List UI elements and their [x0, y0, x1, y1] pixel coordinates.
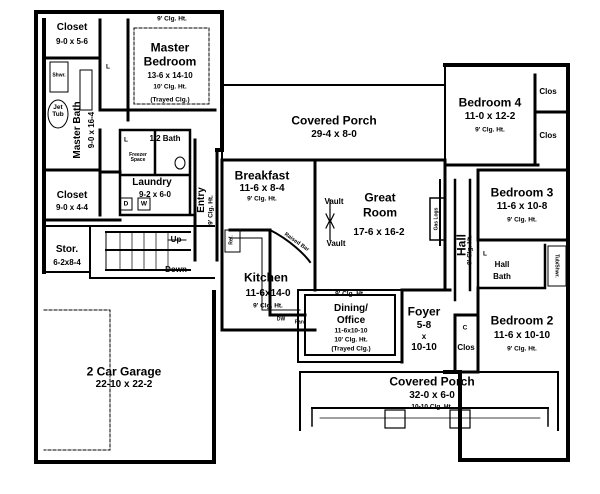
master-bedroom-top-clg: 9' Clg. Ht.: [157, 15, 187, 23]
bedroom3-wall: [476, 168, 570, 242]
dining-clg: 10' Clg. Ht.: [334, 336, 368, 344]
closet-mid-dim: 9-0 x 4-4: [55, 202, 89, 212]
foyer-clos-c: C: [462, 324, 468, 332]
covered-porch-top: [221, 64, 446, 161]
bedroom4-clg: 9' Clg. Ht.: [475, 126, 505, 134]
master-bedroom-wall: [98, 18, 217, 122]
covered-porch-front: [299, 371, 559, 431]
half-bath-linen: L: [124, 136, 128, 144]
covered-porch-front-clg: 10-10 Clg. Ht.: [411, 403, 453, 411]
bedroom2-name: Bedroom 2: [490, 313, 554, 328]
dining-top-clg: 9' Clg. Ht.: [335, 290, 365, 298]
master-bath-dim: 9-0 x 16-4: [86, 111, 96, 149]
gas-logs-label: Gas Logs: [433, 207, 440, 231]
garage-wall: [34, 276, 216, 464]
bedroom2-dim: 11-6 x 10-10: [493, 329, 551, 341]
master-bedroom-dim: 13-6 x 14-10: [147, 70, 193, 80]
kitchen-dim: 11-6x14-0: [245, 287, 291, 299]
master-bedroom-name2: Bedroom: [143, 54, 197, 69]
outer-wall-left-wing: [34, 10, 224, 280]
bedroom4-wall: [443, 73, 570, 167]
garage-dim: 22-10 x 22-2: [95, 378, 153, 390]
kitchen-pan: Pan.: [294, 319, 306, 326]
freezer-label: Freezer Space: [129, 151, 147, 163]
breakfast-dim: 11-6 x 8-4: [239, 182, 285, 194]
dining-note: (Trayed Clg.): [331, 345, 371, 353]
foyer-x: x: [421, 331, 427, 341]
covered-porch-top-dim: 29-4 x 8-0: [311, 128, 357, 140]
bedroom2-clg: 9' Clg. Ht.: [507, 345, 537, 353]
master-bath-name: Master Bath: [71, 101, 83, 159]
laundry-dim: 9-2 x 6-0: [138, 189, 172, 199]
dining-name1: Dining/: [334, 302, 368, 314]
master-bedroom-note: (Trayed Clg.): [150, 96, 190, 104]
entry-name: Entry: [195, 187, 207, 213]
hall-bath-linen: L: [483, 250, 487, 258]
storage-dim: 6-2x8-4: [53, 257, 81, 267]
foyer-name: Foyer: [407, 304, 441, 319]
hall-bath-name2: Bath: [493, 271, 511, 281]
garage-name: 2 Car Garage: [86, 364, 162, 379]
covered-porch-top-name: Covered Porch: [291, 113, 377, 128]
laundry-name: Laundry: [132, 176, 172, 188]
stairs-up: Up: [170, 234, 182, 244]
stairs-down: Down: [165, 264, 187, 274]
kitchen-name: Kitchen: [243, 270, 289, 285]
master-bedroom-name1: Master: [150, 40, 190, 55]
covered-porch-front-dim: 32-0 x 6-0: [409, 389, 455, 401]
great-room-name2: Room: [363, 205, 397, 220]
hall-bath-name1: Hall: [494, 259, 510, 269]
master-bedroom-tray: [133, 27, 210, 105]
covered-porch-front-name: Covered Porch: [389, 374, 475, 389]
closet-top-dim: 9-0 x 5-6: [55, 36, 89, 46]
breakfast-clg: 9' Clg. Ht.: [247, 195, 277, 203]
hall-clg: 9' Clg. Ht.: [466, 235, 474, 265]
bedroom3-clg: 9' Clg. Ht.: [507, 216, 537, 224]
laundry-d: D: [123, 200, 129, 208]
bedroom3-name: Bedroom 3: [490, 185, 554, 200]
hall-wall: [453, 178, 472, 302]
laundry-w: W: [140, 200, 148, 208]
closet-mid-name: Closet: [56, 189, 88, 201]
bedroom4-dim: 11-0 x 12-2: [464, 110, 516, 122]
bedroom4-name: Bedroom 4: [458, 95, 522, 110]
dining-name2: Office: [336, 314, 366, 326]
hall-bath-tub: Tub/Shwr.: [553, 254, 560, 278]
breakfast-name: Breakfast: [234, 168, 290, 183]
great-room-name1: Great: [364, 190, 396, 205]
shower: [49, 61, 69, 93]
foyer-clos: Clos: [457, 342, 475, 352]
bedroom3-dim: 11-6 x 10-8: [496, 200, 548, 212]
half-bath-name: 1/2 Bath: [149, 133, 181, 143]
kitchen-ref: Ref.: [228, 235, 235, 245]
great-room-wall: [313, 158, 447, 292]
shower-label: Shwr.: [52, 72, 66, 79]
kitchen-clg: 9' Clg. Ht.: [253, 302, 283, 310]
storage-name: Stor.: [55, 243, 79, 255]
closet-top-name: Closet: [56, 21, 88, 33]
great-room-dim: 17-6 x 16-2: [353, 226, 405, 238]
master-bath-linen: L: [106, 63, 110, 71]
master-bedroom-clg: 10' Clg. Ht.: [153, 83, 187, 91]
foyer-dim2: 10-10: [411, 341, 437, 353]
bedroom4-clos1: Clos: [539, 86, 557, 96]
hall-bath-wall: [476, 238, 547, 290]
kitchen-dw: DW: [276, 316, 286, 323]
entry-clg: 9' Clg. Ht.: [207, 195, 215, 225]
kitchen-wall: [220, 158, 317, 332]
great-room-vault2: Vault: [326, 238, 346, 248]
jet-tub-label: Jet Tub: [52, 104, 64, 118]
foyer-dim1: 5-8: [416, 319, 432, 331]
jet-tub: [47, 99, 69, 129]
dining-dim: 11-6x10-10: [334, 327, 368, 335]
garage-door: [43, 309, 111, 451]
bedroom4-clos2: Clos: [539, 130, 557, 140]
great-room-vault1: Vault: [324, 196, 344, 206]
